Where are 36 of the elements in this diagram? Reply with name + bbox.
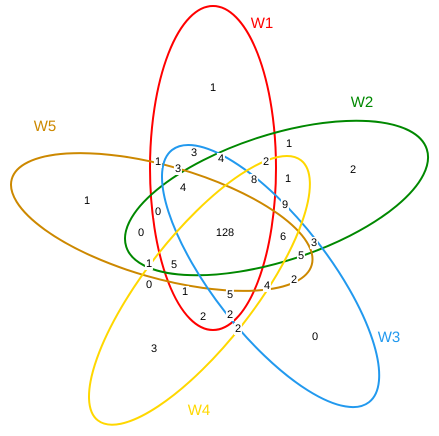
region-count: 4 — [262, 280, 272, 292]
set-label: W4 — [188, 402, 210, 419]
region-count: 2 — [226, 309, 234, 321]
region-count: 3 — [310, 237, 318, 249]
region-count: 3 — [174, 163, 182, 175]
region-count: 2 — [262, 156, 270, 168]
region-count: 1 — [144, 258, 154, 270]
region-count: 5 — [296, 250, 306, 262]
set-label: W5 — [34, 119, 56, 135]
region-count: 4 — [216, 153, 226, 165]
region-count: 5 — [170, 259, 178, 271]
region-count: 0 — [136, 227, 146, 239]
region-count: 2 — [234, 323, 242, 335]
region-count: 1 — [284, 138, 294, 150]
region-count: 3 — [150, 343, 158, 355]
region-count: 0 — [144, 279, 154, 291]
region-count: 0 — [310, 331, 320, 343]
region-count: 1 — [154, 156, 162, 168]
region-count: 2 — [290, 274, 298, 286]
region-count: 1 — [284, 173, 292, 185]
region-count: 3 — [190, 147, 198, 159]
set-label: W2 — [350, 95, 374, 111]
region-count: 0 — [154, 206, 162, 218]
region-count: 6 — [278, 231, 288, 243]
region-count: 4 — [178, 182, 188, 194]
region-count: 2 — [198, 311, 208, 323]
region-count: 1 — [208, 82, 218, 94]
region-count: 1 — [180, 286, 190, 298]
region-count: 1 — [82, 195, 92, 207]
region-count: 128 — [214, 227, 236, 239]
region-count: 5 — [226, 289, 234, 301]
region-count: 9 — [280, 199, 290, 211]
set-label: W1 — [250, 16, 274, 32]
region-count: 8 — [250, 174, 258, 186]
set-label: W3 — [378, 330, 400, 346]
region-count: 2 — [348, 164, 358, 176]
